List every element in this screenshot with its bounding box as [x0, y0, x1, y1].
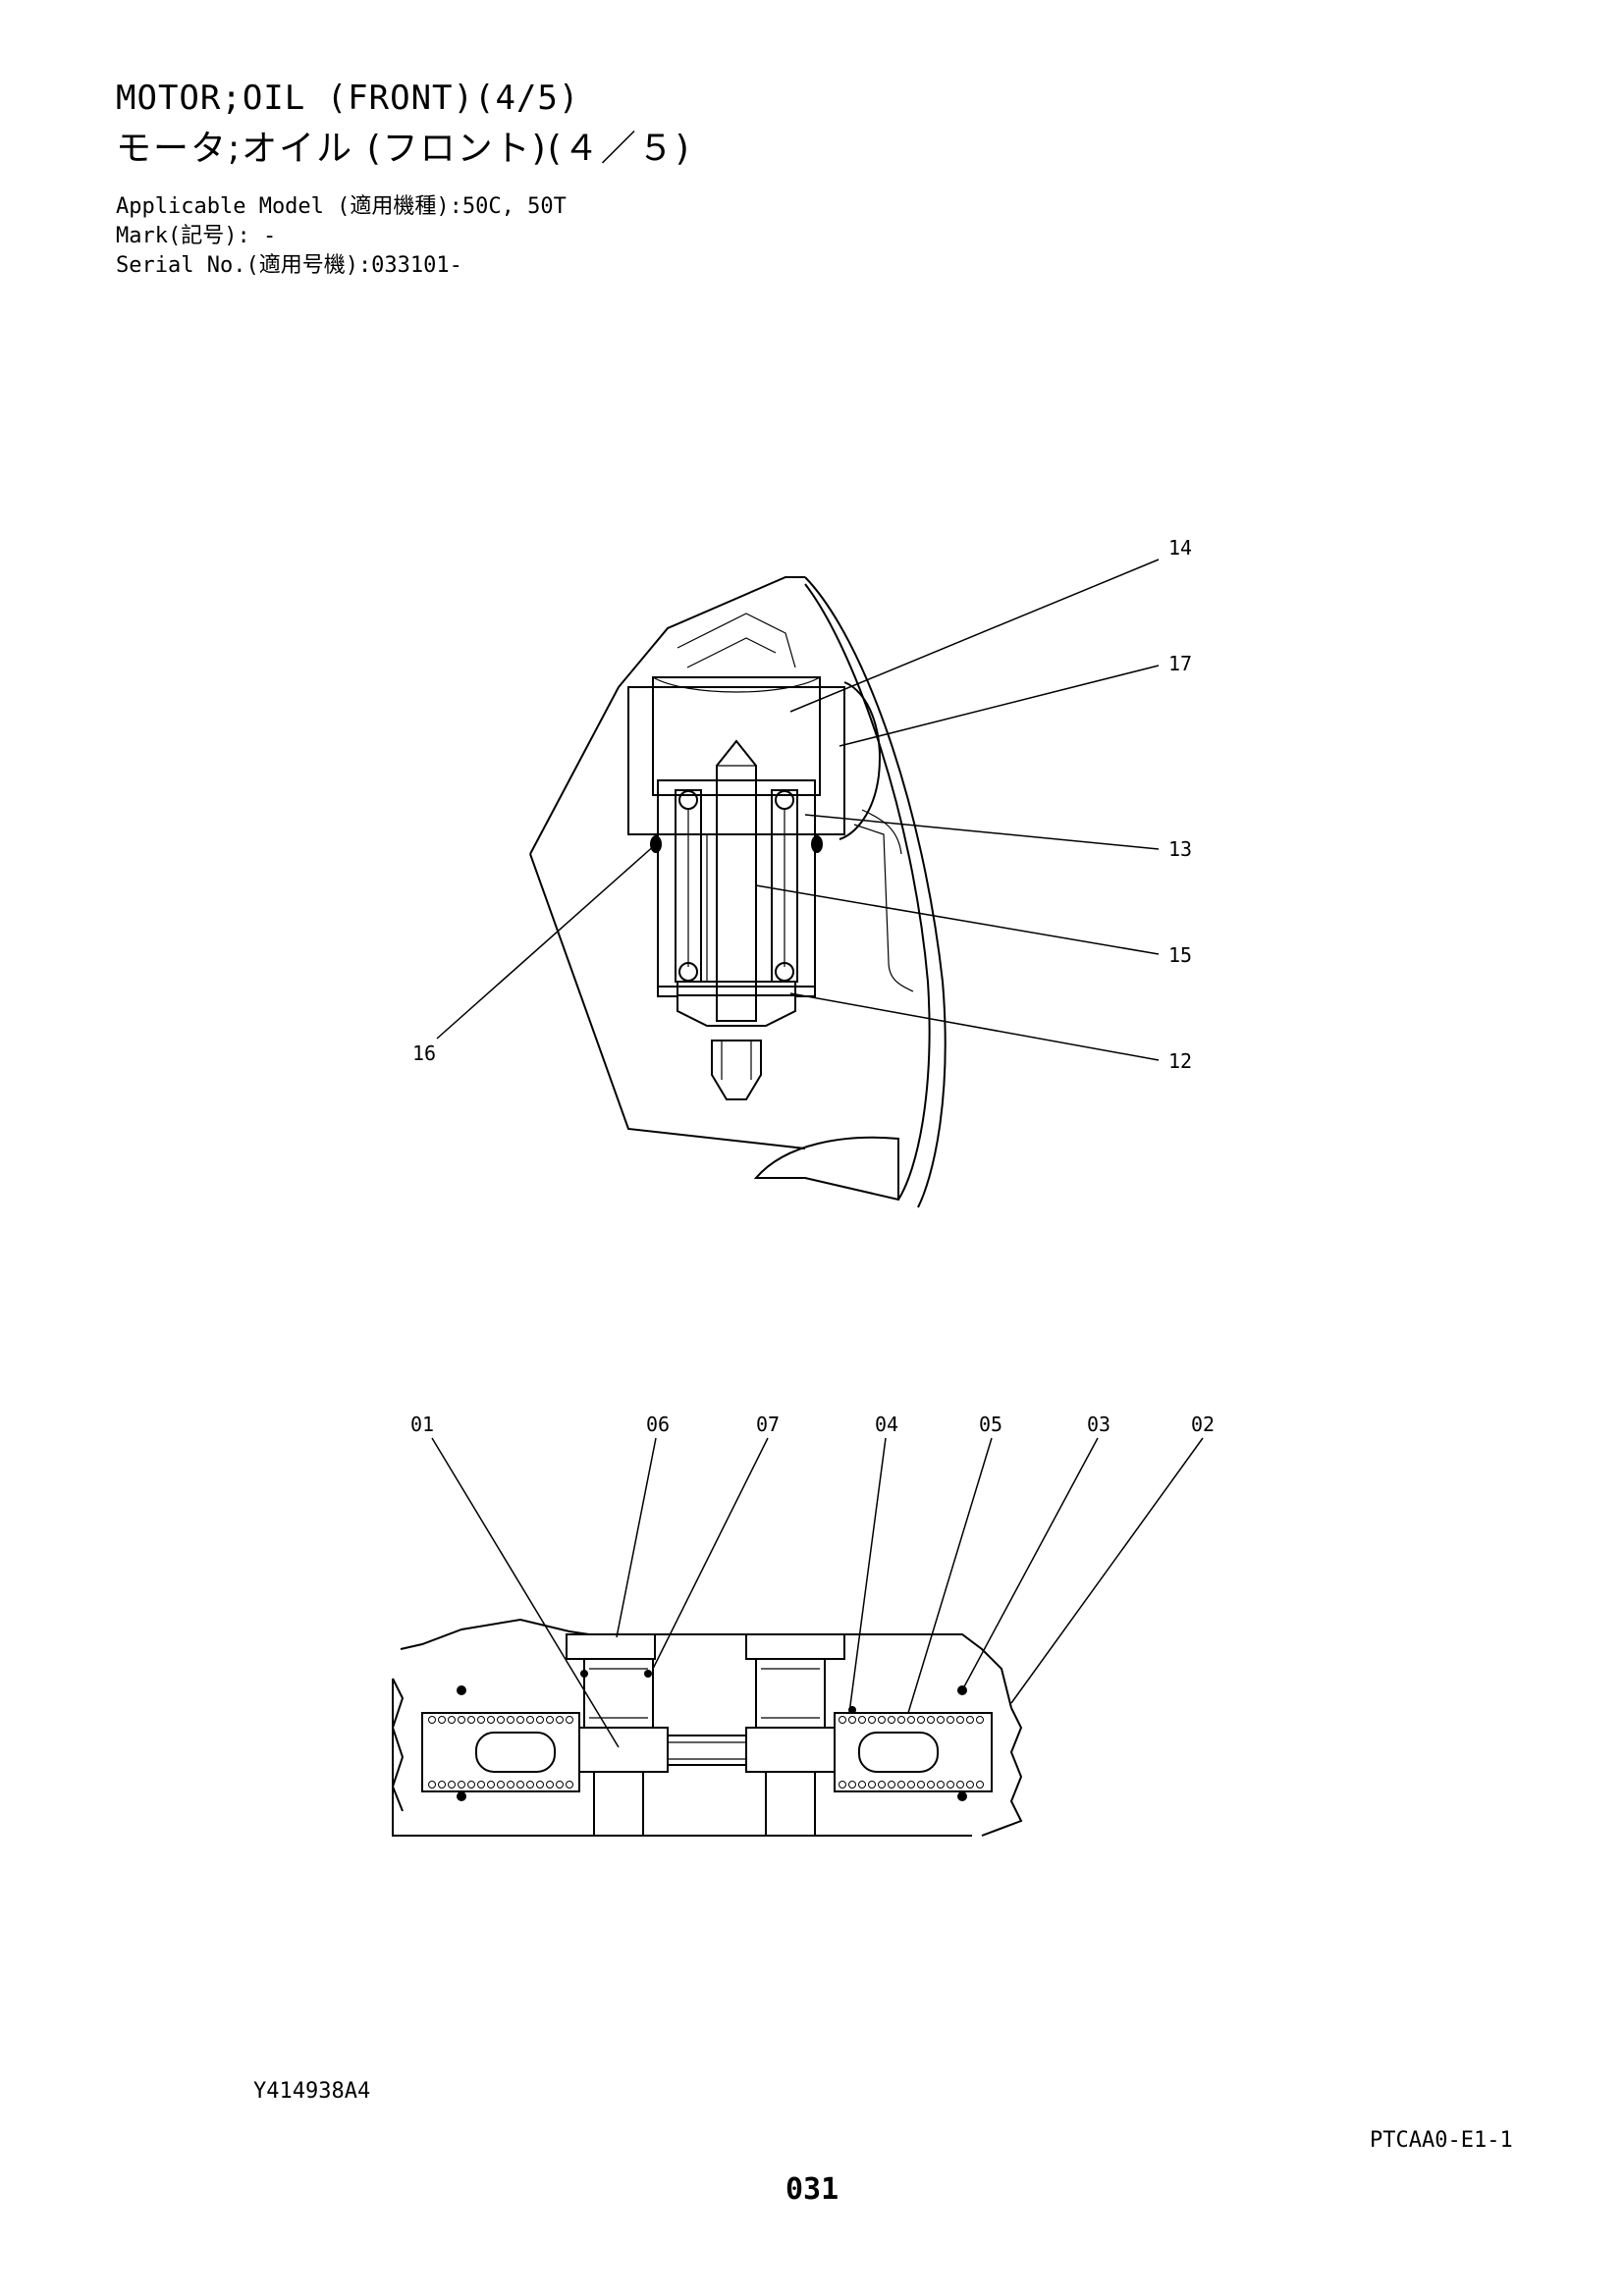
- top-leader-lines: [436, 559, 1160, 1061]
- spring-coil-dot: [947, 1716, 954, 1724]
- callout-03: 03: [1087, 1413, 1110, 1436]
- spring-coil-dot: [546, 1716, 554, 1724]
- spring-coil-dot: [487, 1781, 495, 1789]
- spring-coil-dot: [868, 1716, 876, 1724]
- spring-coil-dot: [966, 1781, 974, 1789]
- spring-coil-dot: [858, 1781, 866, 1789]
- callout-15: 15: [1168, 943, 1192, 967]
- callout-12: 12: [1168, 1049, 1192, 1073]
- top-valve-section: [529, 576, 947, 1208]
- spring-coil-dot: [497, 1716, 505, 1724]
- callout-06: 06: [646, 1413, 670, 1436]
- spring-coil-dot: [947, 1781, 954, 1789]
- spring-coil-dot: [927, 1716, 935, 1724]
- spring-coil-dot: [448, 1716, 456, 1724]
- spring-coil-dot: [448, 1781, 456, 1789]
- spring-coil-dot: [556, 1781, 564, 1789]
- spring-coil-dot: [438, 1716, 446, 1724]
- spring-coil-dot: [897, 1716, 905, 1724]
- spring-coil-dot: [848, 1716, 856, 1724]
- spring-coil-dot: [956, 1716, 964, 1724]
- spring-coil-dot: [536, 1716, 544, 1724]
- callout-14: 14: [1168, 536, 1192, 560]
- spring-coil-dot: [839, 1716, 846, 1724]
- callout-16: 16: [412, 1041, 436, 1065]
- spring-coil-dot: [907, 1781, 915, 1789]
- spring-coil-dot: [556, 1716, 564, 1724]
- spring-coil-dot: [546, 1781, 554, 1789]
- document-code: PTCAA0-E1-1: [1370, 2128, 1513, 2153]
- spring-coil-dot: [467, 1716, 475, 1724]
- serial-number: Serial No.(適用号機):033101-: [116, 253, 462, 278]
- spring-coil-dot: [497, 1781, 505, 1789]
- spring-coil-dot: [907, 1716, 915, 1724]
- spring-coil-dot: [848, 1781, 856, 1789]
- callout-17: 17: [1168, 652, 1192, 675]
- spring-coil-dot: [897, 1781, 905, 1789]
- spring-coil-dot: [516, 1716, 524, 1724]
- spring-coil-dot: [458, 1716, 465, 1724]
- spring-coil-dot: [917, 1781, 925, 1789]
- spring-coil-dot: [458, 1781, 465, 1789]
- callout-07: 07: [756, 1413, 780, 1436]
- spring-coil-dot: [927, 1781, 935, 1789]
- page-number: 031: [785, 2172, 839, 2207]
- spring-coil-dot: [966, 1716, 974, 1724]
- spring-coil-dot: [526, 1781, 534, 1789]
- spring-coil-dot: [507, 1781, 514, 1789]
- callout-05: 05: [979, 1413, 1002, 1436]
- callout-04: 04: [875, 1413, 898, 1436]
- applicable-model: Applicable Model (適用機種):50C, 50T: [116, 194, 567, 219]
- title-japanese: モータ;オイル (フロント)(４／５): [116, 129, 691, 169]
- spring-coil-dot: [868, 1781, 876, 1789]
- spring-coil-dot: [888, 1781, 895, 1789]
- spring-coil-dot: [858, 1716, 866, 1724]
- callout-13: 13: [1168, 837, 1192, 861]
- title-english: MOTOR;OIL (FRONT)(4/5): [116, 79, 580, 118]
- bottom-spool-section: [391, 1618, 1023, 1837]
- spring-coil-dot: [467, 1781, 475, 1789]
- spring-coil-dot: [917, 1716, 925, 1724]
- drawing-code: Y414938A4: [253, 2079, 371, 2104]
- spring-coil-dot: [536, 1781, 544, 1789]
- spring-coil-dot: [839, 1781, 846, 1789]
- callout-02: 02: [1191, 1413, 1215, 1436]
- spring-coil-dot: [526, 1716, 534, 1724]
- spring-coil-dot: [477, 1781, 485, 1789]
- spring-coil-dot: [438, 1781, 446, 1789]
- spring-coil-dot: [878, 1781, 886, 1789]
- callout-01: 01: [410, 1413, 434, 1436]
- spring-coil-dot: [428, 1716, 436, 1724]
- spring-coil-dot: [507, 1716, 514, 1724]
- spring-coil-dot: [428, 1781, 436, 1789]
- spring-coil-dot: [566, 1716, 573, 1724]
- spring-coil-dot: [487, 1716, 495, 1724]
- spring-coil-dot: [888, 1716, 895, 1724]
- spring-coil-dot: [477, 1716, 485, 1724]
- spring-coil-dot: [878, 1716, 886, 1724]
- spring-coil-dot: [516, 1781, 524, 1789]
- spring-coil-dot: [976, 1716, 984, 1724]
- spring-coil-dot: [937, 1716, 945, 1724]
- spring-coils: [428, 1716, 984, 1789]
- mark-field: Mark(記号): -: [116, 224, 277, 248]
- spring-coil-dot: [956, 1781, 964, 1789]
- bottom-leader-lines: [431, 1437, 1204, 1748]
- spring-coil-dot: [566, 1781, 573, 1789]
- spring-coil-dot: [976, 1781, 984, 1789]
- spring-coil-dot: [937, 1781, 945, 1789]
